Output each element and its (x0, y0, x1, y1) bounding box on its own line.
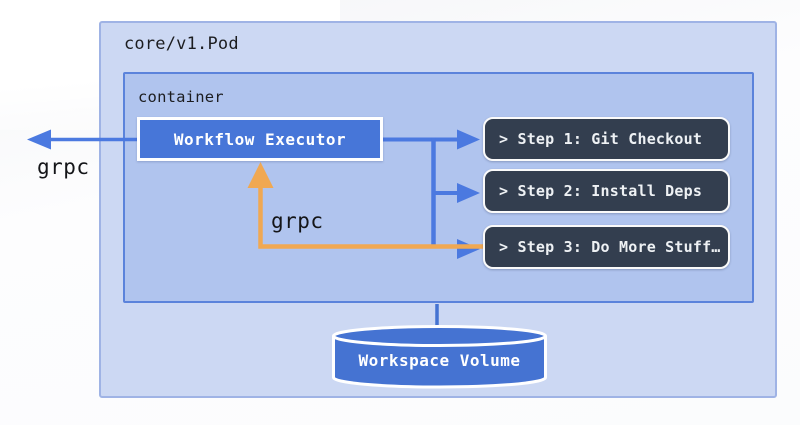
step1-arrowhead-icon (457, 129, 480, 150)
grpc-internal-label: grpc (271, 209, 324, 233)
step3-arrowhead-icon (457, 239, 480, 259)
workspace-volume-cylinder (332, 325, 547, 389)
grpc-internal-line (258, 185, 486, 249)
step-3-node: > Step 3: Do More Stuff… (483, 225, 730, 269)
grpc-out-label: grpc (37, 155, 90, 179)
cylinder-top (332, 325, 547, 347)
step-2-node: > Step 2: Install Deps (483, 169, 730, 213)
container-label: container (138, 88, 224, 106)
step-1-node: > Step 1: Git Checkout (483, 117, 730, 161)
pod-label: core/v1.Pod (124, 34, 239, 54)
cylinder-body (332, 336, 547, 389)
grpc-internal-arrowhead-icon (247, 162, 274, 188)
workflow-executor-node: Workflow Executor (137, 117, 383, 161)
grpc-out-arrowhead-icon (27, 129, 51, 150)
workspace-volume-label: Workspace Volume (358, 351, 521, 370)
step2-arrowhead-icon (457, 183, 480, 203)
